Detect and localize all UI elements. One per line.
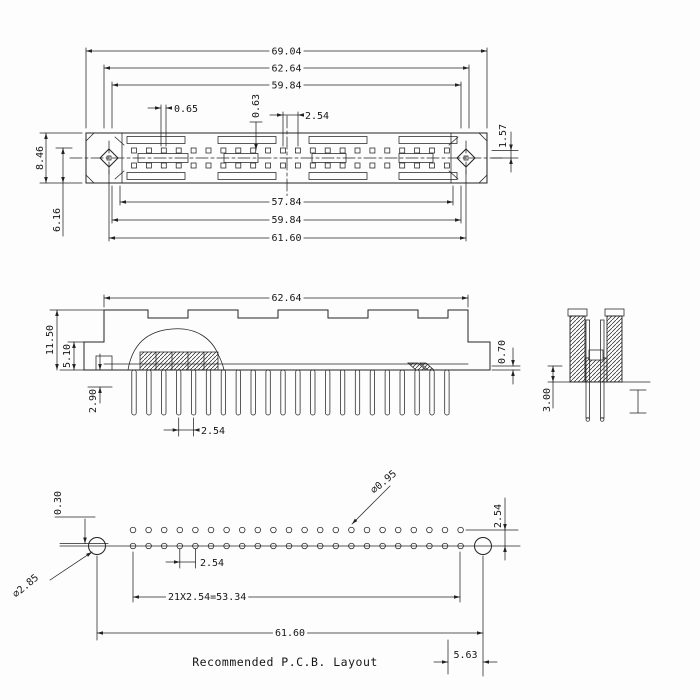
dim-mount-span-top: 61.60	[271, 233, 301, 244]
dim-pcb-pitch: 2.54	[200, 558, 224, 569]
top-view-pins	[131, 147, 450, 169]
dim-slot-span: 57.84	[271, 197, 301, 208]
dim-hole-span: 21X2.54=53.34	[168, 592, 246, 603]
dim-end-base: 3.00	[542, 388, 553, 412]
pcb-mount-hole-left	[88, 537, 106, 555]
pcb-layout-view: 0.30 ⌀2.85 ⌀0.95 2.54 2.54 21X2.54=53.34…	[11, 469, 521, 677]
dim-body-bottom: 59.84	[271, 215, 301, 226]
dim-front-pitch: 2.54	[201, 426, 225, 437]
top-view: 69.04 62.64 59.84 0.65 0.63 2.54 1.57 8.…	[35, 45, 519, 245]
centerlines	[69, 115, 504, 201]
dim-row-offset: 1.57	[498, 124, 509, 148]
dim-front-width: 62.64	[271, 293, 301, 304]
dim-pcb-offset: 0.30	[53, 491, 64, 515]
front-view: 62.64 11.50 5.10 2.90	[45, 292, 521, 437]
dim-standoff: 0.70	[497, 340, 508, 364]
dim-pin-width: 0.65	[174, 104, 198, 115]
dim-edge-offset: 5.63	[453, 650, 477, 661]
dim-mount-hole-dia: ⌀2.85	[11, 573, 41, 601]
dim-body-height: 8.46	[35, 146, 46, 170]
dim-height-total: 11.50	[45, 325, 56, 355]
drawing-caption: Recommended P.C.B. Layout	[192, 655, 378, 669]
front-view-pins	[131, 369, 450, 416]
dim-top-pitch: 2.54	[305, 111, 329, 122]
dim-body-height-inner: 6.16	[52, 208, 63, 232]
dim-pcb-mount-span: 61.60	[275, 628, 305, 639]
dim-pin-width-b: 0.63	[251, 94, 262, 118]
keying-mark	[407, 362, 435, 371]
pcb-holes	[129, 526, 464, 550]
dim-top-overall: 69.04	[271, 47, 301, 58]
potting-section	[127, 328, 225, 371]
dim-top-body: 59.84	[271, 81, 301, 92]
end-view-pins	[585, 319, 605, 422]
pcb-mount-hole-right	[474, 537, 492, 555]
dim-height-body: 5.10	[62, 344, 73, 368]
front-body-outline	[83, 309, 491, 371]
dim-row-gap: 2.54	[493, 504, 504, 528]
dim-tail: 2.90	[88, 389, 99, 413]
end-view: 3.00	[542, 308, 651, 422]
dim-top-flange: 62.64	[271, 64, 301, 75]
